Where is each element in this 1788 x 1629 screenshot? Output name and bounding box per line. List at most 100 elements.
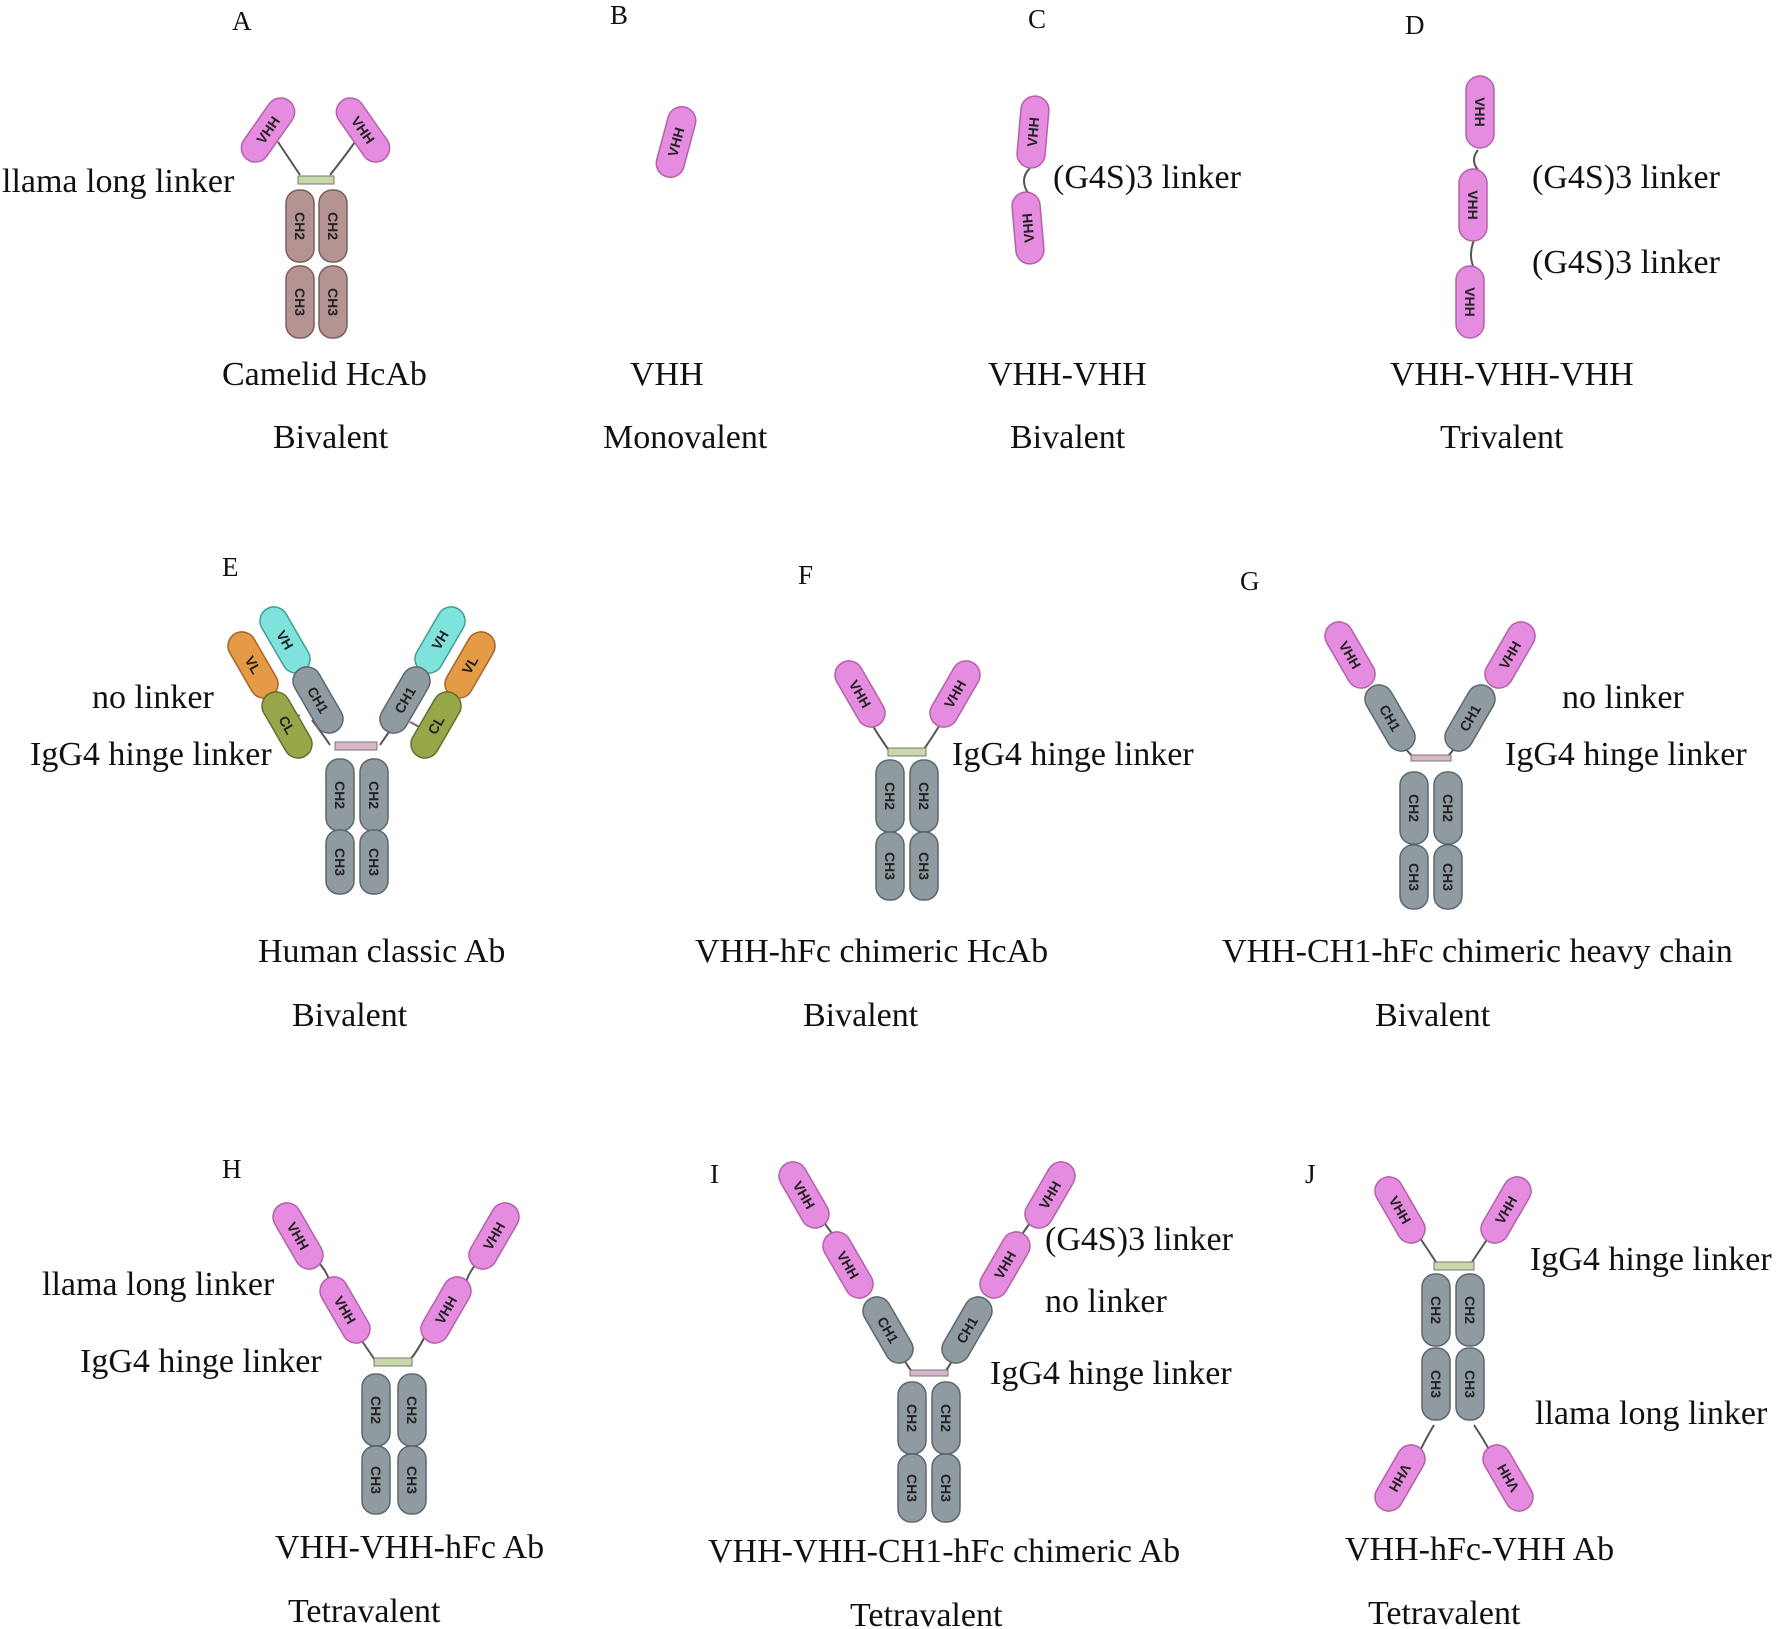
panel-e-letter: E [222, 552, 239, 582]
panel-a: A llama long linker Camelid HcAb Bivalen… [2, 6, 427, 456]
panel-a-valency: Bivalent [273, 419, 389, 456]
ch2-domain: CH2 [1399, 771, 1429, 845]
ch3-domain: CH3 [359, 829, 389, 895]
vhh-domain: VHH [1024, 1161, 1076, 1229]
vhh-domain: VHH [468, 1202, 520, 1270]
vhh-domain: VHH [240, 97, 296, 163]
panel-i-format-name: VHH-VHH-CH1-hFc chimeric Ab [708, 1533, 1180, 1570]
svg-text:CH3: CH3 [325, 288, 341, 316]
svg-text:CH2: CH2 [404, 1396, 420, 1424]
vhh-domain: VHH [822, 1231, 874, 1299]
panel-g: G no linker IgG4 hinge linker VHH-CH1-hF… [1222, 566, 1747, 1034]
panel-b-letter: B [610, 0, 628, 30]
panel-a-molecule: VHH VHH CH2 CH2 CH3 CH3 [240, 97, 391, 339]
vhh-domain: VHH [1324, 621, 1376, 689]
svg-text:CH2: CH2 [366, 781, 382, 809]
ch3-domain: CH3 [361, 1445, 391, 1515]
ch2-domain: CH2 [1433, 771, 1463, 845]
vhh-domain: VHH [272, 1202, 324, 1270]
svg-text:CH3: CH3 [332, 848, 348, 876]
svg-text:CH3: CH3 [368, 1466, 384, 1494]
vhh-domain: VHH [834, 660, 886, 728]
hinge-linker [1410, 754, 1452, 762]
ch3-domain: CH3 [909, 831, 939, 901]
svg-text:CH2: CH2 [332, 781, 348, 809]
panel-d-linker-label-2: (G4S)3 linker [1532, 244, 1721, 281]
panel-a-linker-label: llama long linker [2, 163, 235, 200]
ch2-domain: CH2 [359, 758, 389, 832]
panel-i-molecule: VHH VHH VHH VHH CH1 CH1 [778, 1161, 1076, 1523]
panel-a-format-name: Camelid HcAb [222, 356, 427, 393]
panel-h: H llama long linker IgG4 hinge linker VH… [42, 1154, 544, 1629]
panel-c-valency: Bivalent [1010, 419, 1126, 456]
svg-text:CH2: CH2 [368, 1396, 384, 1424]
panel-j-letter: J [1305, 1159, 1316, 1189]
svg-text:CH3: CH3 [882, 852, 898, 880]
panel-d-linker-label-1: (G4S)3 linker [1532, 159, 1721, 196]
panel-i-linker-label-2: no linker [1045, 1283, 1167, 1320]
ch2-domain: CH2 [285, 189, 315, 263]
panel-d-letter: D [1405, 10, 1425, 40]
svg-text:CH2: CH2 [325, 212, 341, 240]
vl-domain: VL [444, 631, 496, 699]
panel-c-linker-label: (G4S)3 linker [1053, 159, 1242, 196]
svg-text:CH3: CH3 [1428, 1370, 1444, 1398]
panel-d-valency: Trivalent [1440, 419, 1564, 456]
svg-text:CH2: CH2 [904, 1404, 920, 1432]
ch2-domain: CH2 [318, 189, 348, 263]
vhh-domain: VHH [1374, 1176, 1426, 1244]
ch3-domain: CH3 [318, 265, 348, 339]
vhh-domain: VHH [1011, 191, 1045, 265]
ch1-domain: CH1 [1444, 684, 1496, 752]
panel-f-linker-label: IgG4 hinge linker [952, 736, 1194, 773]
panel-c-letter: C [1028, 4, 1046, 34]
ch2-domain: CH2 [325, 758, 355, 832]
panel-h-valency: Tetravalent [288, 1593, 441, 1629]
ch2-domain: CH2 [1421, 1273, 1451, 1347]
panel-d: D (G4S)3 linker (G4S)3 linker VHH-VHH-VH… [1390, 10, 1721, 456]
panel-d-molecule: VHH VHH VHH [1455, 75, 1495, 339]
vhh-domain: VHH [929, 660, 981, 728]
vhh-domain: VHH [420, 1276, 472, 1344]
panel-c-molecule: VHH VHH [1011, 95, 1050, 265]
panel-i-letter: I [710, 1159, 719, 1189]
panel-i: I (G4S)3 linker no linker IgG4 hinge lin… [708, 1159, 1234, 1629]
ch3-domain: CH3 [1399, 844, 1429, 910]
ch3-domain: CH3 [1421, 1347, 1451, 1421]
linker-line [1470, 239, 1475, 269]
svg-text:CH3: CH3 [1406, 863, 1422, 891]
vhh-domain: VHH [1455, 265, 1485, 339]
ch2-domain: CH2 [1455, 1273, 1485, 1347]
vhh-domain: VHH [655, 105, 697, 179]
panel-c: C (G4S)3 linker VHH-VHH Bivalent VHH VHH [988, 4, 1242, 456]
panel-j-linker-label-2: llama long linker [1535, 1395, 1768, 1432]
svg-text:VHH: VHH [1024, 117, 1043, 148]
hinge-linker [297, 175, 335, 185]
vhh-domain: VHH [1374, 1444, 1426, 1512]
ch2-domain: CH2 [909, 759, 939, 833]
panel-e: E no linker IgG4 hinge linker Human clas… [30, 552, 505, 1034]
svg-text:CH2: CH2 [882, 782, 898, 810]
ch2-domain: CH2 [897, 1381, 927, 1455]
panel-g-molecule: VHH VHH CH1 CH1 CH2 CH2 [1324, 621, 1536, 910]
panel-g-letter: G [1240, 566, 1260, 596]
svg-text:CH2: CH2 [1440, 794, 1456, 822]
ch3-domain: CH3 [1433, 844, 1463, 910]
linker-line [409, 1337, 425, 1361]
ch1-domain: CH1 [292, 666, 344, 734]
panel-c-format-name: VHH-VHH [988, 356, 1147, 393]
panel-b-valency: Monovalent [603, 419, 768, 456]
panel-f-format-name: VHH-hFc chimeric HcAb [695, 933, 1048, 970]
svg-text:CH2: CH2 [292, 212, 308, 240]
linker-line [277, 141, 301, 176]
panel-e-valency: Bivalent [292, 997, 408, 1034]
svg-text:VHH: VHH [1465, 190, 1481, 220]
panel-a-letter: A [232, 6, 252, 36]
ch1-domain: CH1 [862, 1296, 914, 1364]
vhh-domain: VHH [778, 1161, 830, 1229]
svg-text:CH3: CH3 [916, 852, 932, 880]
vhh-domain: VHH [1465, 75, 1495, 149]
panel-h-letter: H [222, 1154, 242, 1184]
hinge-linker [1433, 1261, 1475, 1271]
svg-text:VHH: VHH [1462, 287, 1478, 317]
